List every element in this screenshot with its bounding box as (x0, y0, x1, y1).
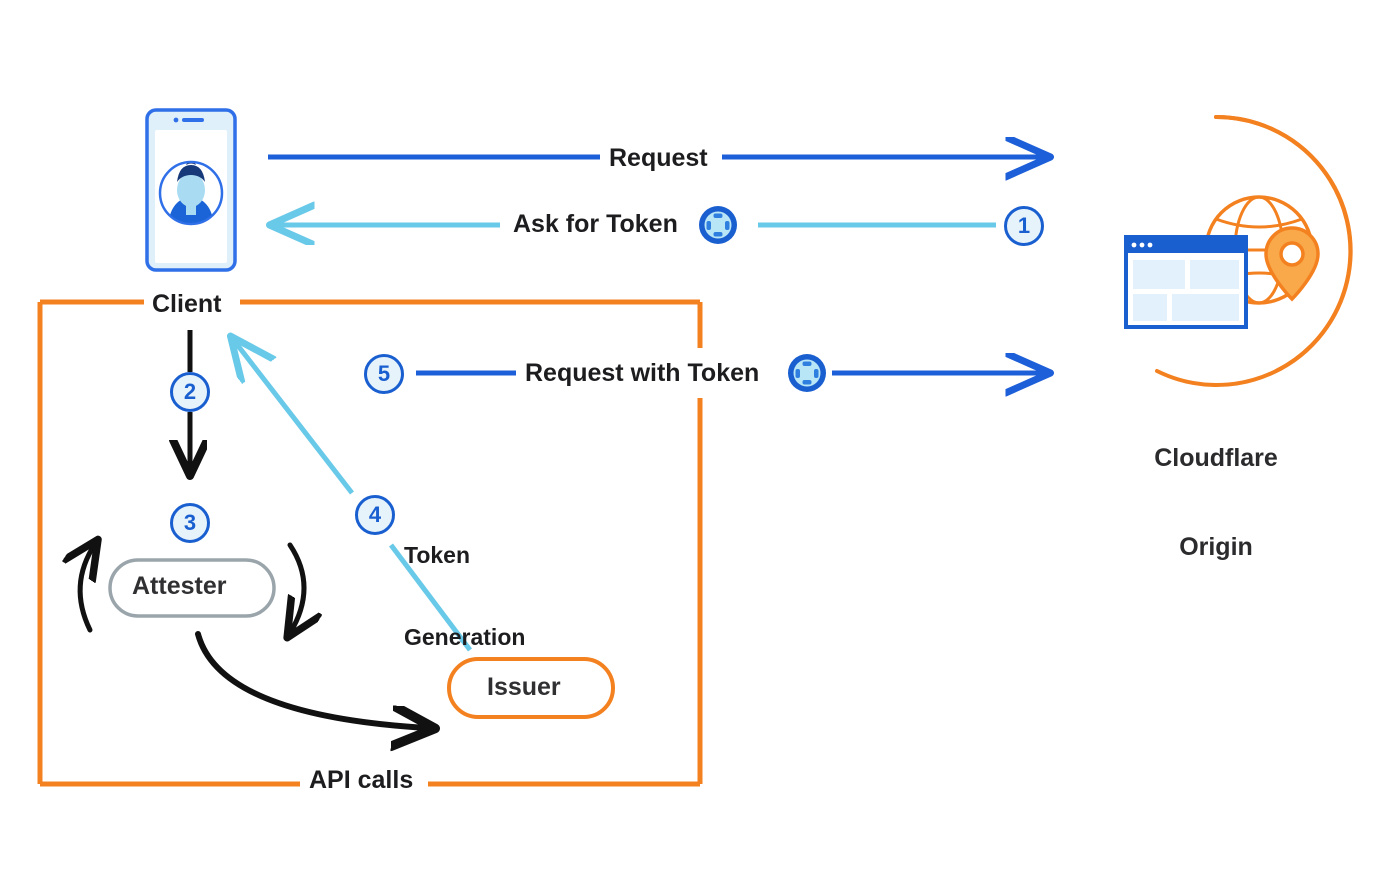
api-calls-label: API calls (309, 766, 414, 794)
browser-window-icon (1124, 235, 1248, 329)
flow-token-generation-arrow (232, 338, 472, 652)
mobile-phone-user-icon (145, 108, 237, 272)
client-label: Client (152, 290, 222, 318)
token-badge-icon (699, 206, 737, 244)
step-badge-3[interactable]: 3 (170, 503, 210, 543)
step-badge-4[interactable]: 4 (355, 495, 395, 535)
cloudflare-origin-circle (1155, 114, 1353, 387)
cloudflare-origin-line2: Origin (1179, 532, 1253, 561)
flow-label-request: Request (609, 144, 708, 172)
token-generation-line1: Token (404, 542, 471, 569)
step-badge-1[interactable]: 1 (1004, 206, 1044, 246)
flow-attester-loop-arrows (80, 544, 428, 728)
token-generation-label: Token Generation (404, 488, 525, 705)
cloudflare-origin-label: Cloudflare Origin (1116, 385, 1316, 621)
cloudflare-origin-line1: Cloudflare (1154, 444, 1278, 472)
token-badge-icon-2 (788, 354, 826, 392)
issuer-node[interactable] (447, 657, 615, 719)
issuer-label: Issuer (487, 673, 561, 701)
flow-label-ask-for-token: Ask for Token (513, 210, 678, 238)
attester-node[interactable] (108, 558, 276, 618)
flow-label-request-with-token: Request with Token (525, 359, 760, 387)
step-badge-5[interactable]: 5 (364, 354, 404, 394)
attester-label: Attester (132, 572, 227, 600)
map-pin-icon (1264, 226, 1320, 302)
api-calls-group-border (37, 299, 703, 787)
step-badge-2[interactable]: 2 (170, 372, 210, 412)
token-generation-line2: Generation (404, 623, 526, 650)
